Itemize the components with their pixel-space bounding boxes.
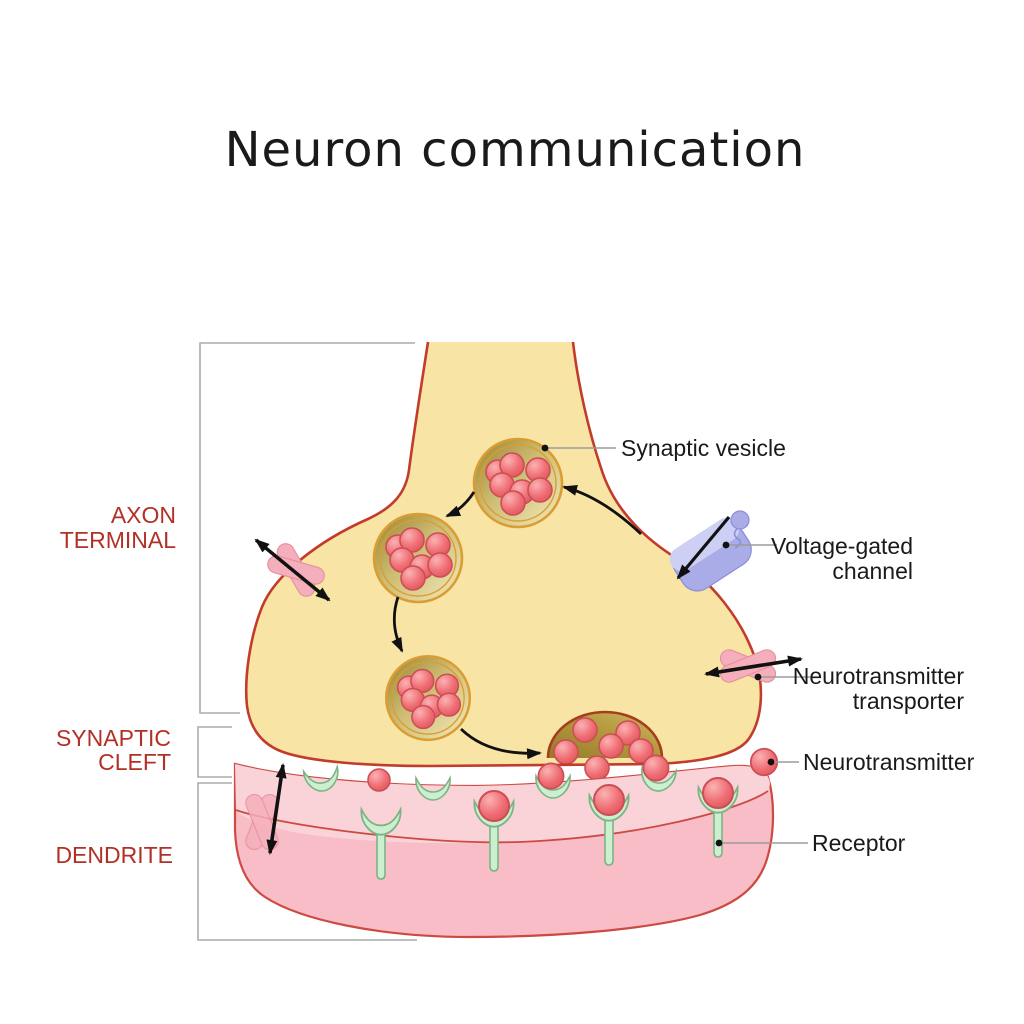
axon-terminal-bracket [199, 342, 415, 714]
synaptic-vesicle-1 [474, 439, 562, 527]
neurotransmitter-free [367, 768, 391, 792]
voltage-gated-channel-label-line1: Voltage-gated [771, 533, 913, 559]
neurotransmitter-bound-y3 [593, 784, 625, 816]
synaptic-vesicle-label: Synaptic vesicle [621, 435, 786, 461]
neurotransmitter-bound-y2 [478, 790, 510, 822]
neurotransmitter-transporter-label-line1: Neurotransmitter [793, 663, 965, 689]
transporter-reuptake-arrow [704, 655, 803, 678]
neurotransmitter-released [584, 755, 610, 781]
receptor-label: Receptor [812, 830, 906, 856]
fusing-vesicle [546, 710, 664, 765]
axon-transporter-arrow [254, 538, 331, 602]
page-title: Neuron communication [225, 122, 806, 178]
synaptic-cleft-label-line2: CLEFT [98, 749, 171, 775]
neurotransmitter-bound-cup4 [642, 754, 670, 782]
neurotransmitter-bound-y4 [702, 777, 734, 809]
dendrite-label: DENDRITE [55, 842, 173, 868]
synaptic-cleft-bracket [197, 726, 232, 778]
neurotransmitter-bound-cup3 [537, 762, 565, 790]
channel-inactivation-ball [730, 510, 750, 530]
ion-influx-arrow [676, 515, 731, 580]
axon-terminal-label-line1: AXON [111, 502, 176, 528]
dendrite-bracket [197, 782, 417, 941]
synaptic-cleft-label-line1: SYNAPTIC [56, 725, 171, 751]
synaptic-vesicle-3 [386, 656, 470, 740]
synaptic-vesicle-2 [374, 514, 462, 602]
voltage-gated-channel-label-line2: channel [832, 558, 913, 584]
region-brackets [197, 342, 417, 941]
leader-dots [541, 444, 775, 847]
leader-lines [545, 447, 810, 844]
vesicle-cycle-arrows [391, 484, 642, 760]
dendrite-channel-arrow [266, 763, 287, 855]
neurotransmitter-label: Neurotransmitter [803, 749, 975, 775]
neurotransmitter-transporter-label-line2: transporter [853, 688, 965, 714]
axon-membrane-outline [244, 341, 763, 768]
axon-terminal-shape [246, 342, 761, 766]
axon-terminal-label-line2: TERMINAL [60, 527, 177, 553]
